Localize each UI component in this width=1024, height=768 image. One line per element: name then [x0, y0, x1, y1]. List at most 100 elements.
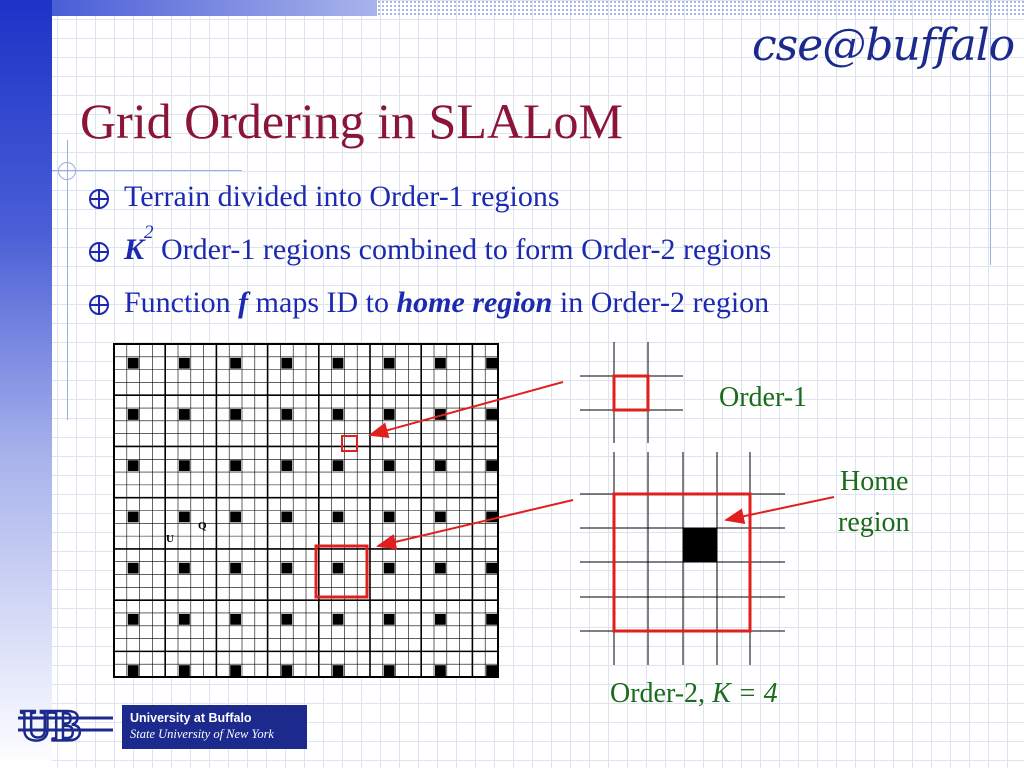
marker-q: Q — [198, 520, 207, 532]
label-order2-k: K = 4 — [711, 678, 778, 709]
label-order2-prefix: Order-2, — [610, 678, 712, 709]
home-region-marker — [486, 460, 497, 472]
home-region-marker — [383, 562, 395, 574]
bullet-text: Order-1 regions combined to form Order-2… — [161, 233, 772, 266]
home-region-marker — [383, 460, 395, 472]
bullet-text-pre: Function — [124, 286, 239, 319]
home-region-marker — [127, 409, 139, 420]
home-region-marker — [332, 409, 344, 420]
label-home-line1: Home — [840, 466, 908, 497]
home-region-marker — [486, 511, 497, 523]
ub-logo-icon: UB — [18, 700, 113, 750]
home-region-marker — [179, 460, 190, 472]
home-region-marker — [127, 562, 139, 574]
home-region-marker — [435, 562, 446, 574]
home-region-marker — [332, 460, 344, 472]
bullet-text: Terrain divided into Order-1 regions — [124, 180, 560, 213]
home-region-marker — [281, 665, 293, 676]
order2-highlight-small — [314, 544, 369, 599]
bullet-icon — [89, 242, 109, 262]
decor-circle — [58, 162, 76, 180]
home-region-marker — [127, 460, 139, 472]
home-region-marker — [281, 511, 293, 523]
home-region-marker — [332, 613, 344, 625]
home-region-marker — [281, 613, 293, 625]
slide-title: Grid Ordering in SLALoM — [80, 93, 623, 149]
bullet-text-post: in Order-2 region — [552, 286, 770, 319]
home-region-marker — [230, 357, 241, 369]
home-region-marker — [127, 665, 139, 676]
decor-horizontal-line — [52, 170, 242, 171]
home-region-marker — [383, 511, 395, 523]
home-region-marker — [435, 665, 446, 676]
home-region-marker — [435, 511, 446, 523]
order2-zoom — [580, 452, 785, 665]
bullet-text-mid: maps ID to — [248, 286, 397, 319]
arrow-icon — [368, 381, 564, 438]
label-order1: Order-1 — [719, 382, 807, 413]
home-region-marker — [230, 511, 241, 523]
home-region-marker — [230, 562, 241, 574]
home-region-marker — [281, 460, 293, 472]
home-region-marker — [179, 357, 190, 369]
marker-u: U — [166, 533, 174, 545]
home-region-marker — [383, 357, 395, 369]
home-region-marker — [383, 409, 395, 420]
home-region-marker — [179, 562, 190, 574]
bullet-item: Terrain divided into Order-1 regions — [88, 180, 771, 233]
bullet-f: f — [238, 286, 249, 319]
home-region-marker — [332, 357, 344, 369]
home-region-marker — [486, 613, 497, 625]
home-region-marker — [179, 613, 190, 625]
top-dotted-band — [377, 0, 1024, 16]
order1-highlight-small — [341, 435, 358, 452]
bullet-k: K — [124, 233, 145, 266]
home-region-marker — [435, 409, 446, 420]
home-region-marker — [281, 562, 293, 574]
bullet-icon — [89, 295, 109, 315]
home-region-marker — [435, 357, 446, 369]
svg-text:UB: UB — [20, 701, 81, 750]
home-region-marker — [383, 665, 395, 676]
arrow-icon — [376, 499, 574, 550]
home-region-marker — [230, 409, 241, 420]
bullet-icon — [89, 189, 109, 209]
home-region-marker — [332, 562, 344, 574]
home-region-marker — [281, 409, 293, 420]
home-region-marker — [435, 613, 446, 625]
order1-zoom — [580, 342, 683, 443]
home-region-marker — [179, 665, 190, 676]
home-region-marker — [179, 409, 190, 420]
home-region-marker — [486, 562, 497, 574]
order2-zoom-highlight — [612, 492, 752, 633]
decor-vertical-line-right — [990, 0, 991, 265]
top-gradient-band — [52, 0, 377, 16]
university-banner: University at Buffalo State University o… — [122, 705, 307, 749]
home-region-marker — [127, 357, 139, 369]
left-gradient-band — [0, 0, 52, 768]
home-region-marker — [383, 613, 395, 625]
home-region-marker — [230, 613, 241, 625]
terrain-grid: U Q — [113, 343, 499, 678]
bullet-item: Function f maps ID to home region in Ord… — [88, 286, 771, 339]
arrow-icon — [724, 496, 835, 525]
home-region-marker — [127, 613, 139, 625]
decor-vertical-line — [67, 140, 68, 420]
home-region-marker — [332, 511, 344, 523]
home-region-marker — [486, 409, 497, 420]
home-region-marker — [281, 357, 293, 369]
university-subtitle: State University of New York — [130, 727, 274, 741]
order1-zoom-highlight — [612, 374, 650, 412]
home-region-marker — [486, 665, 497, 676]
label-home-line2: region — [838, 507, 910, 538]
university-name: University at Buffalo — [130, 711, 252, 725]
home-region-marker — [486, 357, 497, 369]
bullet-home-region: home region — [396, 286, 553, 319]
cse-buffalo-logo: cse@buffalo — [752, 20, 1015, 71]
home-region-marker — [435, 460, 446, 472]
home-region-cell — [683, 528, 717, 562]
label-order2: Order-2, K = 4 — [610, 678, 778, 709]
